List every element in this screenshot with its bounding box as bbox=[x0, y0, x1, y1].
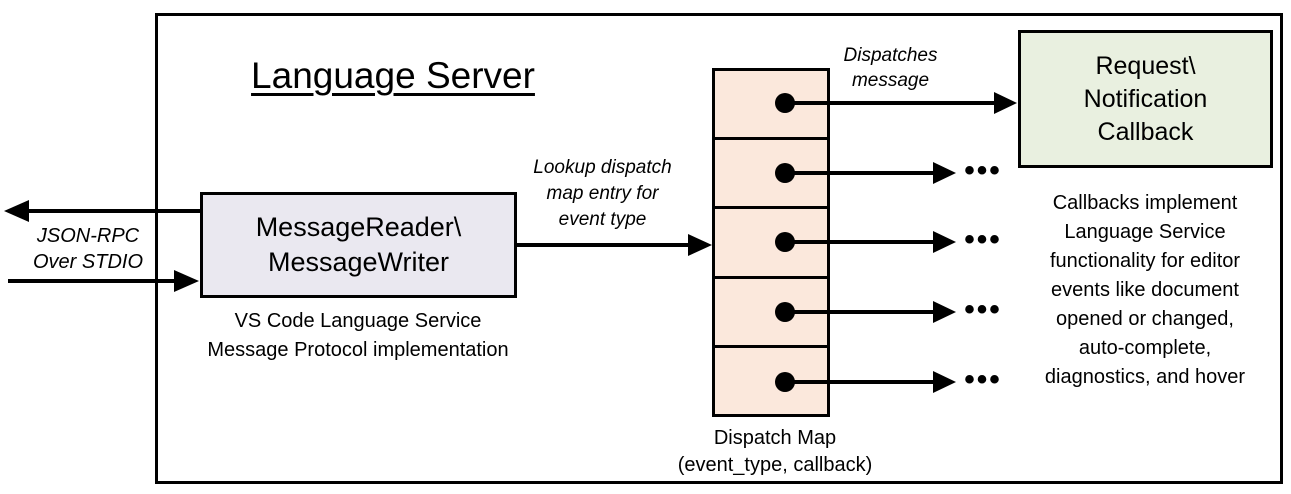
reader-box-caption: VS Code Language Service Message Protoco… bbox=[207, 310, 509, 361]
more-callbacks-ellipsis: ••• bbox=[964, 154, 1002, 187]
dispatch-map bbox=[712, 68, 830, 417]
dispatch-map-cell bbox=[715, 344, 827, 415]
request-notification-callback-label: Request\ Notification Callback bbox=[1083, 51, 1208, 146]
json-rpc-stdio-label: JSON-RPC Over STDIO bbox=[32, 225, 143, 273]
message-reader-writer-label: MessageReader\ MessageWriter bbox=[255, 212, 462, 277]
dispatch-map-cell bbox=[715, 206, 827, 276]
dispatch-map-cell bbox=[715, 71, 827, 138]
dispatch-map-label: Dispatch Map (event_type, callback) bbox=[677, 427, 873, 476]
more-callbacks-ellipsis: ••• bbox=[964, 363, 1002, 396]
message-reader-writer-box: MessageReader\ MessageWriter bbox=[200, 192, 517, 298]
more-callbacks-ellipsis: ••• bbox=[964, 293, 1002, 326]
dispatch-map-cell bbox=[715, 137, 827, 207]
dispatches-message-annotation: Dispatches message bbox=[843, 45, 938, 91]
request-notification-callback-box: Request\ Notification Callback bbox=[1018, 30, 1273, 168]
diagram-title: Language Server bbox=[251, 55, 535, 96]
lookup-dispatch-annotation: Lookup dispatch map entry for event type bbox=[533, 157, 672, 230]
dispatch-map-cell bbox=[715, 275, 827, 345]
more-callbacks-ellipsis: ••• bbox=[964, 223, 1002, 256]
callbacks-description-note: Callbacks implement Language Service fun… bbox=[1044, 192, 1246, 388]
